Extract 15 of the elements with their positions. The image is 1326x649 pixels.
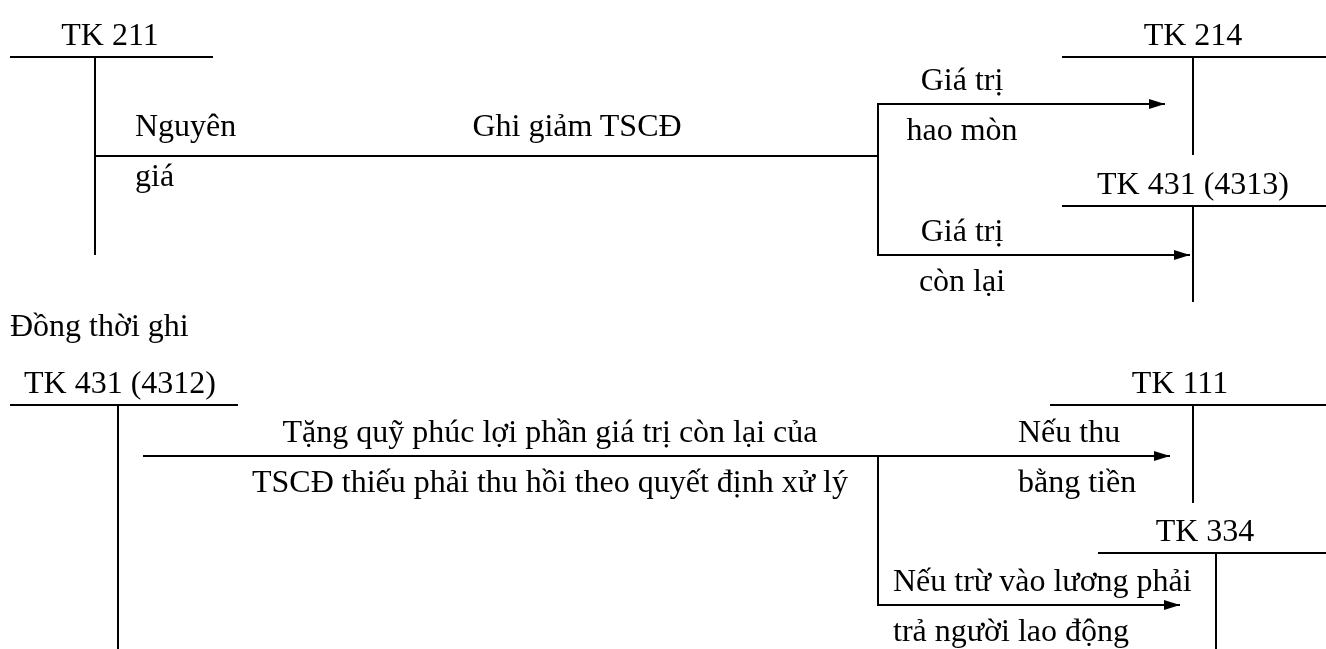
account-title: TK 431 (4313) (1097, 166, 1289, 200)
note-text: Đồng thời ghi (10, 308, 190, 342)
edge-label: Giá trị hao mòn (905, 60, 1019, 149)
account-title: TK 211 (61, 17, 159, 51)
account-title: TK 334 (1155, 513, 1255, 547)
account-title: TK 214 (1143, 17, 1243, 51)
edge-label: Nếu trừ vào lương phải trả người lao động (893, 561, 1193, 649)
arrow (142, 455, 1181, 610)
edge-label: Nếu thu bằng tiền (1018, 412, 1138, 501)
account-title: TK 111 (1131, 365, 1229, 399)
edge-label: Giá trị còn lại (917, 211, 1007, 300)
account-title: TK 431 (4312) (24, 365, 216, 399)
note-text: Ghi giảm TSCĐ (471, 106, 683, 145)
note-text: Nguyên giá (135, 106, 238, 195)
note-text: Tặng quỹ phúc lợi phần giá trị còn lại của TSCĐ thiếu phải thu hồi theo quyết định xử lý (251, 412, 849, 501)
